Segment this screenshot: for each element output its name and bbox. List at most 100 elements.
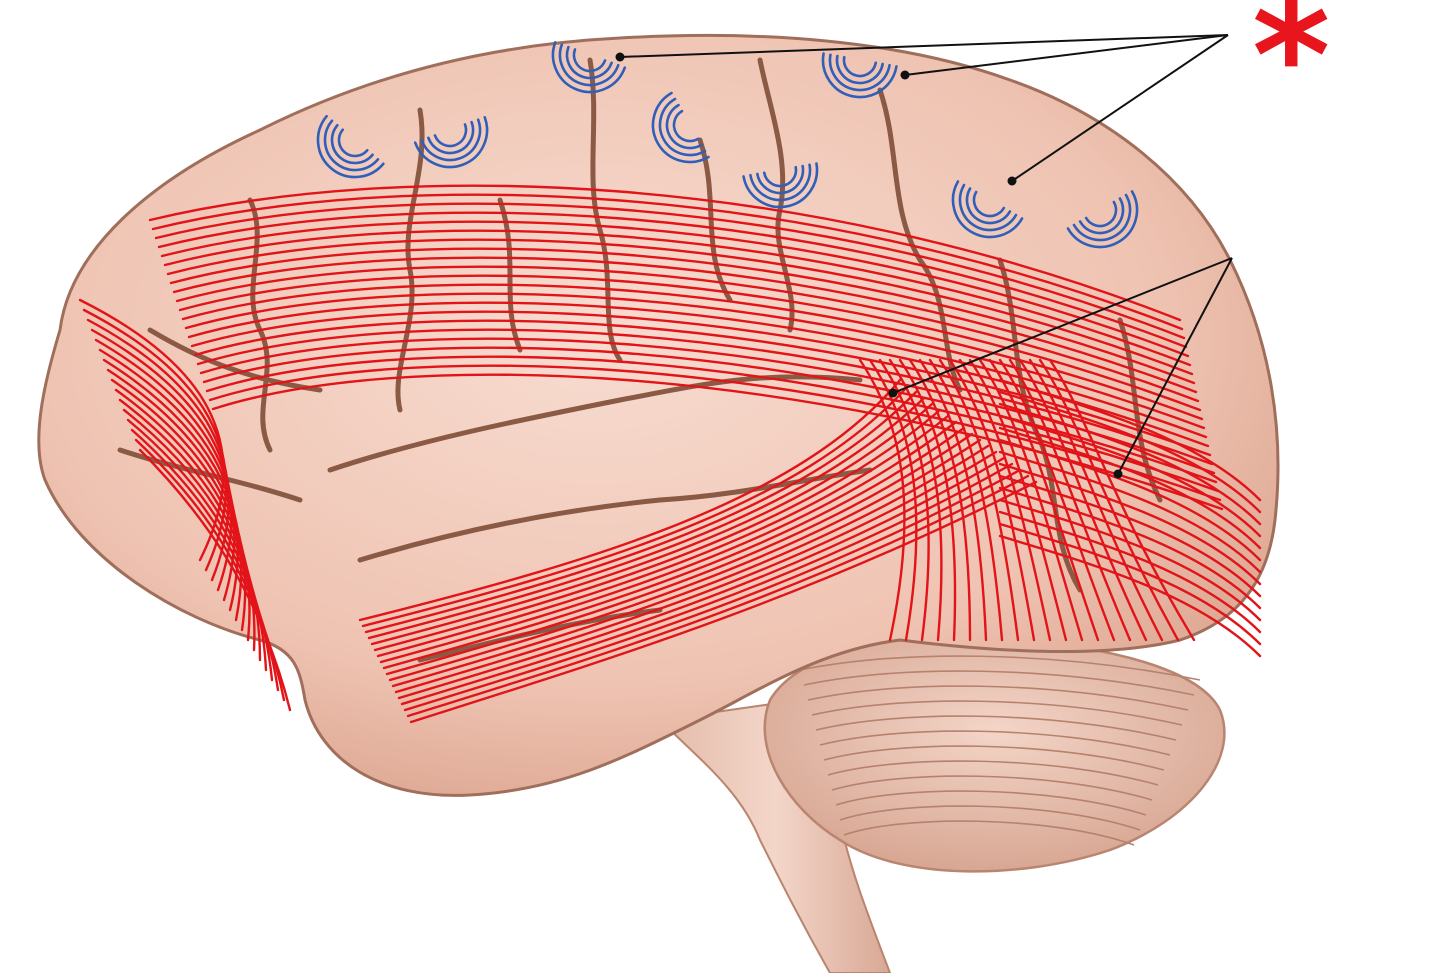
cerebellar-folium <box>843 820 1135 846</box>
cerebellar-folium <box>815 715 1177 741</box>
short-fiber-arc <box>1084 200 1118 228</box>
short-fiber-arc <box>337 128 369 158</box>
short-association-fibers <box>316 41 1139 249</box>
cerebellar-folium <box>811 700 1183 726</box>
sulcus <box>357 467 873 563</box>
cerebellar-folium <box>799 655 1201 681</box>
long-fiber <box>196 328 1214 466</box>
short-fiber-arc <box>756 164 805 195</box>
long-fiber <box>166 238 1194 376</box>
leader-dot <box>900 70 910 80</box>
long-fiber <box>394 450 998 694</box>
short-fiber-arc <box>420 118 482 162</box>
leader-dot <box>888 388 898 398</box>
long-fiber <box>205 355 1220 493</box>
long-fiber <box>948 358 1036 642</box>
leader-line <box>1011 34 1229 182</box>
long-fiber <box>400 462 1014 706</box>
cerebellar-folium <box>803 670 1195 696</box>
long-fiber <box>998 390 1262 514</box>
short-fiber-arc <box>749 163 812 202</box>
long-fiber <box>998 510 1262 634</box>
long-fiber <box>998 402 1262 526</box>
long-fiber <box>908 358 972 642</box>
cerebellum <box>763 636 1226 873</box>
long-fiber <box>376 414 950 658</box>
cerebellar-folium <box>819 730 1171 756</box>
short-fiber-arc <box>842 55 878 78</box>
short-fiber-arc <box>330 123 374 165</box>
long-fiber <box>998 426 1262 550</box>
leader-dot <box>1007 176 1017 186</box>
short-fiber-arc <box>965 187 1012 225</box>
long-fiber <box>391 444 990 688</box>
long-fiber <box>358 378 902 622</box>
short-fiber-arc <box>1066 190 1139 249</box>
long-association-fibers <box>78 184 1262 724</box>
long-fiber <box>998 450 1262 574</box>
long-fiber <box>958 358 1052 642</box>
short-fiber-arc <box>821 52 898 99</box>
sulcus <box>877 87 963 393</box>
long-fiber <box>1028 358 1164 642</box>
short-fiber-arc <box>828 53 891 92</box>
long-fiber <box>370 402 934 646</box>
cerebellar-folium <box>835 790 1147 816</box>
long-fiber <box>938 358 1020 642</box>
short-fiber-arc <box>323 119 380 172</box>
short-fiber-arc <box>565 45 613 80</box>
leader-lines-short-fibers <box>615 34 1229 186</box>
cerebellar-folium <box>823 745 1165 771</box>
short-fiber-arc <box>651 91 710 164</box>
short-fiber-arc <box>1072 193 1132 242</box>
leader-line <box>1117 257 1233 475</box>
long-fiber <box>382 426 966 670</box>
long-fiber <box>918 358 988 642</box>
short-fiber-arc <box>433 123 468 148</box>
long-fiber <box>154 202 1186 340</box>
long-fiber <box>98 348 239 612</box>
leader-line <box>904 34 1229 76</box>
leader-dot <box>1113 469 1123 479</box>
long-fiber <box>397 456 1006 700</box>
cerebellar-folium <box>827 760 1159 786</box>
sulcus <box>497 197 523 353</box>
long-fiber <box>86 318 230 582</box>
long-fiber <box>858 358 906 642</box>
long-fiber <box>379 420 958 664</box>
long-fiber <box>385 432 974 676</box>
long-fiber <box>367 396 926 640</box>
long-fiber <box>151 193 1184 331</box>
short-fiber-arc <box>658 97 707 157</box>
long-fiber <box>175 265 1200 403</box>
long-fiber <box>998 414 1262 538</box>
long-fiber <box>208 364 1222 502</box>
long-fiber <box>1048 358 1196 642</box>
leader-lines-long-fibers <box>888 257 1233 479</box>
short-fiber-arc <box>958 183 1018 232</box>
long-fiber <box>187 301 1208 439</box>
long-fiber <box>998 486 1262 610</box>
long-fiber <box>169 247 1196 385</box>
short-fiber-arc <box>572 48 607 73</box>
long-fiber <box>148 184 1182 322</box>
short-fiber-arc <box>672 109 700 143</box>
long-fiber <box>78 298 225 562</box>
long-fiber <box>373 408 942 652</box>
cerebellar-folium <box>839 805 1141 831</box>
short-fiber-arc <box>951 180 1024 239</box>
long-fiber <box>1018 358 1148 642</box>
short-fiber-arc <box>427 120 475 155</box>
long-fiber <box>157 211 1188 349</box>
short-fiber-arc <box>665 103 703 150</box>
long-fiber <box>998 474 1262 598</box>
long-fiber <box>361 384 910 628</box>
long-fiber <box>406 474 1030 718</box>
long-fiber <box>163 229 1192 367</box>
long-fiber <box>998 462 1262 586</box>
long-fiber <box>178 274 1202 412</box>
long-fiber <box>998 534 1262 658</box>
sulcus <box>417 607 663 663</box>
long-fiber <box>181 283 1204 421</box>
